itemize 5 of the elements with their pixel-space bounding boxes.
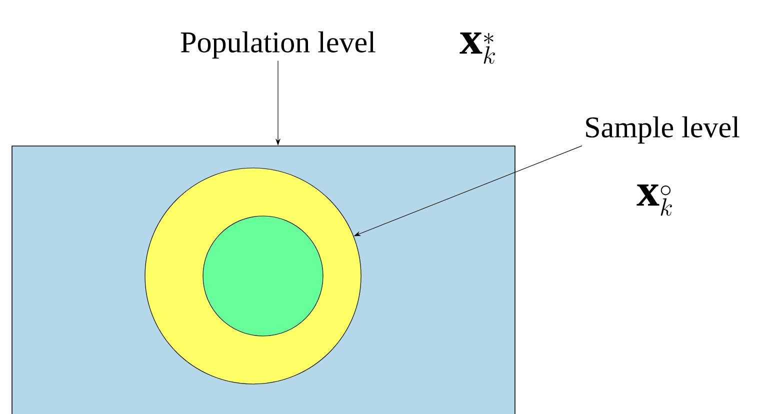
circle-region <box>202 216 324 336</box>
math-symbol: $\mathbf{x}_k^{*}$ <box>460 32 495 64</box>
level-label: Sample level <box>586 116 740 144</box>
math-symbol: $\mathbf{x}_k^{\circ}$ <box>636 184 672 216</box>
level-label: Population level <box>180 31 376 59</box>
